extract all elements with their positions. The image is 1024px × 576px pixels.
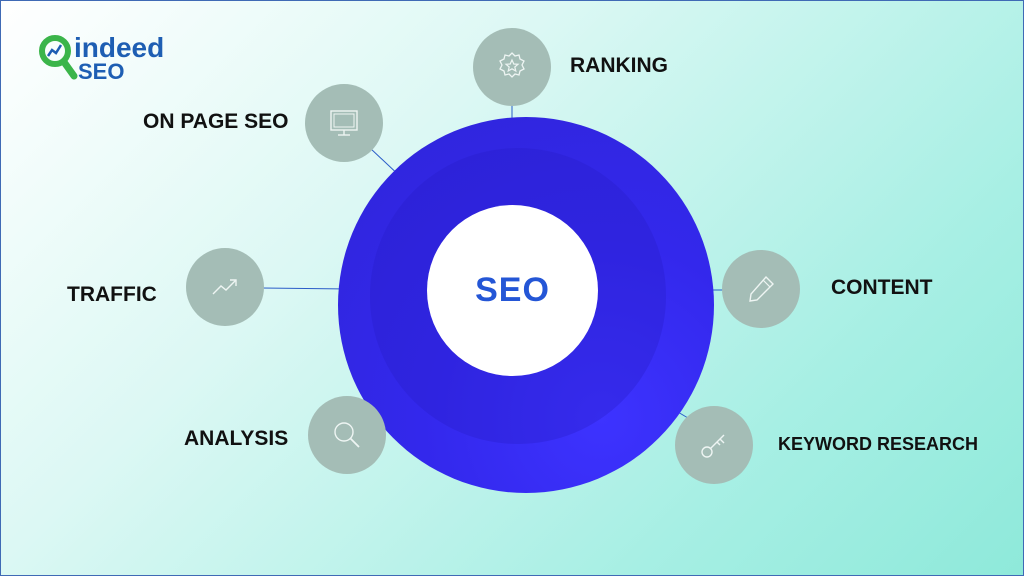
center-label: SEO — [475, 271, 550, 309]
node-on-page-seo[interactable] — [305, 84, 383, 162]
logo-brand-text: indeed — [74, 32, 165, 63]
label-analysis: ANALYSIS — [184, 427, 289, 450]
node-keyword-research[interactable] — [675, 406, 753, 484]
label-ranking: RANKING — [570, 54, 668, 77]
seo-center-circle: SEO — [427, 205, 598, 376]
label-content: CONTENT — [831, 276, 933, 299]
star-badge-icon — [499, 52, 525, 78]
node-content[interactable] — [722, 250, 800, 328]
label-keyword-research: KEYWORD RESEARCH — [778, 434, 979, 454]
monitor-icon — [330, 110, 358, 136]
trend-up-icon — [212, 279, 237, 295]
key-icon — [701, 434, 725, 458]
node-analysis[interactable] — [308, 396, 386, 474]
label-on-page-seo: ON PAGE SEO — [143, 110, 289, 133]
node-ranking[interactable] — [473, 28, 551, 106]
magnifier-icon — [334, 422, 360, 448]
pen-icon — [749, 275, 774, 302]
indeed-seo-logo: indeed SEO — [38, 32, 188, 84]
magnifier-logo-icon — [39, 35, 78, 80]
logo-sub-text: SEO — [78, 59, 125, 84]
node-traffic[interactable] — [186, 248, 264, 326]
label-traffic: TRAFFIC — [67, 283, 157, 306]
